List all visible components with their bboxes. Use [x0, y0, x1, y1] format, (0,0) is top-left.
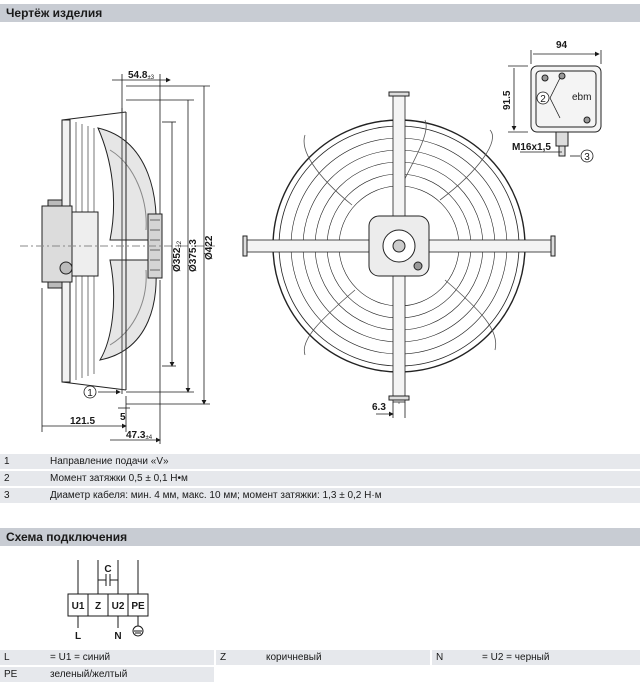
legend-key: PE [0, 666, 46, 684]
terminal-pe: PE [131, 601, 145, 612]
note-num: 2 [0, 470, 46, 488]
legend-key: N [432, 650, 478, 667]
wiring-diagram [67, 560, 149, 637]
dim-352: Ø352±2 [172, 240, 183, 272]
dim-91-5: 91.5 [502, 90, 513, 110]
terminal-u1: U1 [72, 601, 85, 612]
side-view [20, 108, 215, 394]
legend-key: Z [216, 650, 262, 667]
wire-legend-table: L = U1 = синий Z коричневый N = U2 = чер… [0, 650, 640, 684]
legend-row: PE зеленый/желтый [0, 666, 640, 684]
note-text: Направление подачи «V» [46, 454, 640, 471]
front-view [242, 91, 556, 404]
dim-94: 94 [556, 40, 568, 51]
legend-key: L [0, 650, 46, 667]
dim-m16: M16x1,5 [512, 142, 551, 153]
legend-value: зеленый/желтый [46, 666, 214, 684]
legend-row: L = U1 = синий Z коричневый N = U2 = чер… [0, 650, 640, 667]
dim-5: 5 [120, 412, 126, 423]
terminal-u2: U2 [112, 601, 125, 612]
box-logo: ebm [572, 92, 591, 103]
legend-value: = U1 = синий [46, 650, 214, 667]
note-row: 3 Диаметр кабеля: мин. 4 мм, макс. 10 мм… [0, 487, 640, 505]
note-row: 1 Направление подачи «V» [0, 454, 640, 471]
callout-3-circle [580, 149, 594, 163]
dim-54-8: 54.8±3 [128, 70, 155, 81]
capacitor-label: C [104, 564, 111, 575]
terminal-box [530, 65, 602, 157]
wiring-section-header: Схема подключения [0, 528, 640, 546]
legend-value: = U2 = черный [478, 650, 640, 667]
note-num: 3 [0, 487, 46, 505]
dim-6-3: 6.3 [372, 402, 386, 413]
legend-value: коричневый [262, 650, 430, 667]
callout-2-label: 2 [540, 94, 546, 105]
note-text: Диаметр кабеля: мин. 4 мм, макс. 10 мм; … [46, 487, 640, 505]
callout-3-label: 3 [584, 152, 590, 163]
callout-1-label: 1 [87, 388, 93, 399]
callout-1-circle [83, 385, 97, 399]
terminal-z: Z [95, 601, 101, 612]
dim-121-5: 121.5 [70, 416, 95, 427]
dim-375-3: Ø375.3 [188, 239, 199, 272]
neutral-label: N [114, 631, 121, 642]
callout-2-circle [536, 91, 550, 105]
dim-422: Ø422 [204, 235, 215, 260]
line-label: L [75, 631, 81, 642]
note-text: Момент затяжки 0,5 ± 0,1 Н•м [46, 470, 640, 488]
note-num: 1 [0, 454, 46, 471]
drawing-section-header: Чертёж изделия [0, 4, 640, 22]
notes-table: 1 Направление подачи «V» 2 Момент затяжк… [0, 454, 640, 505]
note-row: 2 Момент затяжки 0,5 ± 0,1 Н•м [0, 470, 640, 488]
dim-47-3: 47.3±4 [126, 430, 153, 441]
